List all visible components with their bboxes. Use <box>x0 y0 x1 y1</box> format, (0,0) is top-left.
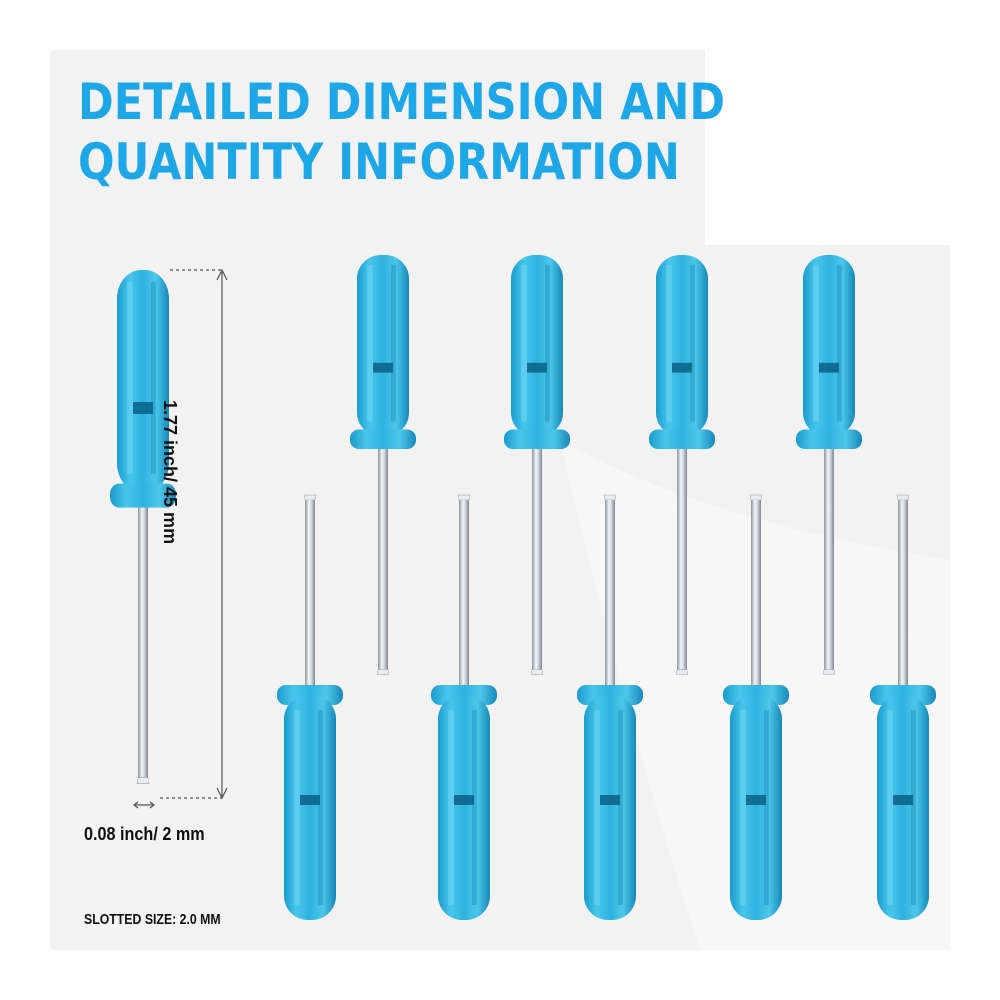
title-line-2: QUANTITY INFORMATION <box>78 133 680 191</box>
screwdriver <box>722 494 790 921</box>
screwdriver <box>503 254 571 675</box>
screwdriver <box>648 254 716 675</box>
tip-width-label: 0.08 inch/ 2 mm <box>84 824 205 844</box>
screwdriver <box>430 494 498 921</box>
screwdriver-row-bottom <box>276 494 937 921</box>
screwdriver <box>349 254 417 675</box>
screwdriver <box>869 494 937 921</box>
background-panel-top <box>50 50 705 250</box>
slotted-size-label: SLOTTED SIZE: 2.0 MM <box>84 911 221 928</box>
screwdriver <box>795 254 863 675</box>
length-dimension-label: 1.77 inch/ 45 mm <box>160 400 180 545</box>
screwdriver <box>576 494 644 921</box>
height-dimension-line <box>160 268 228 800</box>
screwdriver <box>276 494 344 921</box>
width-dimension-line <box>133 801 155 809</box>
